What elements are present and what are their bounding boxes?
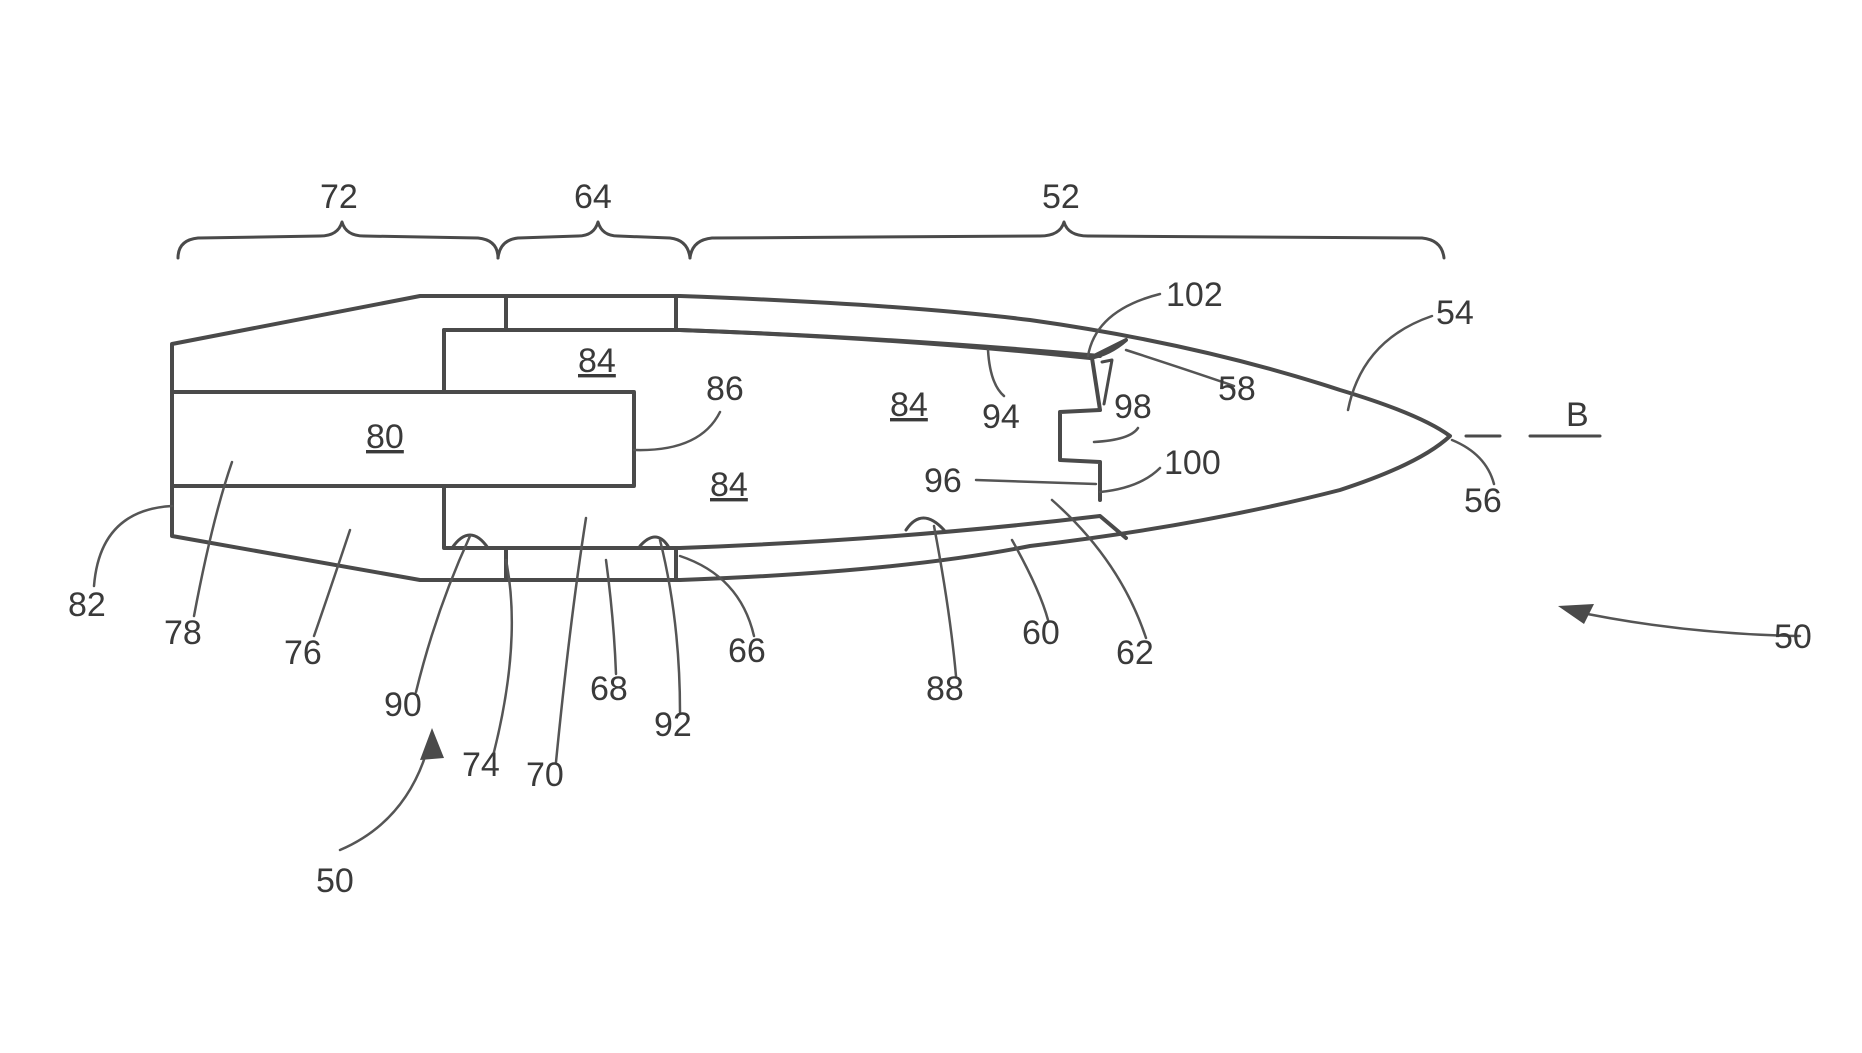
label-50-right: 50 bbox=[1774, 618, 1812, 656]
label-58: 58 bbox=[1218, 370, 1256, 408]
leader-74 bbox=[492, 558, 514, 754]
base-rectangle-80 bbox=[170, 390, 636, 488]
label-56: 56 bbox=[1464, 482, 1502, 520]
label-100: 100 bbox=[1164, 444, 1221, 482]
label-62: 62 bbox=[1116, 634, 1154, 672]
leader-78 bbox=[192, 460, 234, 618]
label-94: 94 bbox=[982, 398, 1020, 436]
bracket-label-64: 64 bbox=[574, 178, 612, 216]
leader-82 bbox=[92, 504, 174, 588]
label-84-a: 84 bbox=[578, 342, 616, 380]
label-84-c: 84 bbox=[710, 466, 748, 504]
insert-shoulder bbox=[1100, 358, 1114, 406]
leader-66 bbox=[678, 554, 756, 638]
leader-68 bbox=[604, 558, 618, 676]
arrowhead-50-left bbox=[420, 728, 444, 760]
leader-62 bbox=[1050, 498, 1148, 640]
label-84-b: 84 bbox=[890, 386, 928, 424]
label-50-left: 50 bbox=[316, 862, 354, 900]
inner-core-bottom bbox=[442, 484, 1128, 550]
leader-70 bbox=[554, 516, 588, 764]
leader-96 bbox=[974, 478, 1098, 486]
bracket-64 bbox=[496, 220, 692, 260]
label-54: 54 bbox=[1436, 294, 1474, 332]
leader-76 bbox=[312, 528, 352, 638]
label-98: 98 bbox=[1114, 388, 1152, 426]
label-88: 88 bbox=[926, 670, 964, 708]
leader-58 bbox=[1124, 348, 1236, 388]
bracket-52 bbox=[688, 220, 1446, 260]
groove-92 bbox=[638, 535, 670, 548]
arrow-50-right-curve bbox=[1566, 608, 1802, 638]
leader-86 bbox=[632, 410, 722, 452]
bracket-label-72: 72 bbox=[320, 178, 358, 216]
bracket-72 bbox=[176, 220, 500, 260]
label-68: 68 bbox=[590, 670, 628, 708]
label-66: 66 bbox=[728, 632, 766, 670]
label-76: 76 bbox=[284, 634, 322, 672]
leader-100 bbox=[1098, 466, 1162, 494]
label-102: 102 bbox=[1166, 276, 1223, 314]
arrow-heads bbox=[420, 604, 1594, 760]
label-60: 60 bbox=[1022, 614, 1060, 652]
leader-102 bbox=[1086, 292, 1162, 358]
leader-54 bbox=[1346, 314, 1434, 412]
label-80: 80 bbox=[366, 418, 404, 456]
label-86: 86 bbox=[706, 370, 744, 408]
leader-lines bbox=[92, 292, 1802, 852]
label-70: 70 bbox=[526, 756, 564, 794]
leader-88 bbox=[932, 524, 958, 678]
leader-94 bbox=[986, 348, 1006, 398]
leader-56 bbox=[1450, 438, 1496, 486]
label-78: 78 bbox=[164, 614, 202, 652]
label-82: 82 bbox=[68, 586, 106, 624]
arrow-50-left-curve bbox=[338, 738, 432, 852]
groove-88 bbox=[904, 516, 946, 532]
arrowhead-50-right bbox=[1558, 604, 1594, 624]
nose-insert bbox=[1058, 356, 1102, 502]
leader-60 bbox=[1010, 538, 1050, 622]
leader-90 bbox=[414, 534, 472, 694]
label-90: 90 bbox=[384, 686, 422, 724]
projectile-body bbox=[170, 294, 1452, 582]
label-74: 74 bbox=[462, 746, 500, 784]
inner-core-top-edge bbox=[442, 328, 1102, 358]
bracket-label-52: 52 bbox=[1042, 178, 1080, 216]
outer-contour bbox=[170, 294, 1452, 582]
label-96: 96 bbox=[924, 462, 962, 500]
leader-98 bbox=[1092, 426, 1140, 444]
labels: 72 64 52 80 84 84 84 86 102 54 58 94 98 … bbox=[68, 178, 1812, 900]
leader-92 bbox=[658, 538, 682, 714]
label-b: B bbox=[1566, 396, 1589, 434]
label-92: 92 bbox=[654, 706, 692, 744]
inner-core bbox=[442, 328, 1128, 394]
brackets bbox=[176, 220, 1446, 260]
